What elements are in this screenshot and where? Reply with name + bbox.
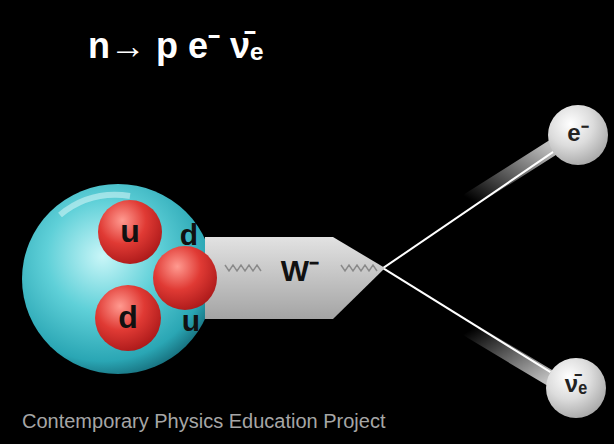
particle-label: d xyxy=(95,301,161,333)
w-wave xyxy=(225,265,261,271)
w-boson-box: W⁻ xyxy=(205,237,385,319)
particle-label: u xyxy=(98,215,162,247)
equation-title: n→ p e⁻ ν̄ₑ xyxy=(88,20,264,69)
down-quark: d xyxy=(95,285,161,351)
particle-track xyxy=(383,268,551,372)
particle-track xyxy=(383,152,553,268)
electron-sphere: e⁻ xyxy=(548,105,608,165)
neutrino-trail xyxy=(470,330,550,378)
changing-quark: du xyxy=(153,246,217,310)
w-box-outline xyxy=(205,237,385,319)
particle-label: e⁻ xyxy=(548,121,608,145)
up-quark: u xyxy=(98,200,162,264)
particle-label: W⁻ xyxy=(265,256,335,286)
particle-label: d xyxy=(157,220,221,250)
particle-label: u xyxy=(159,306,223,336)
w-wave xyxy=(341,265,377,271)
electron-trail xyxy=(470,148,552,200)
particle-label: ν̄ₑ xyxy=(546,372,606,396)
credit-watermark: Contemporary Physics Education Project xyxy=(22,410,386,433)
antineutrino-sphere: ν̄ₑ xyxy=(546,358,606,418)
